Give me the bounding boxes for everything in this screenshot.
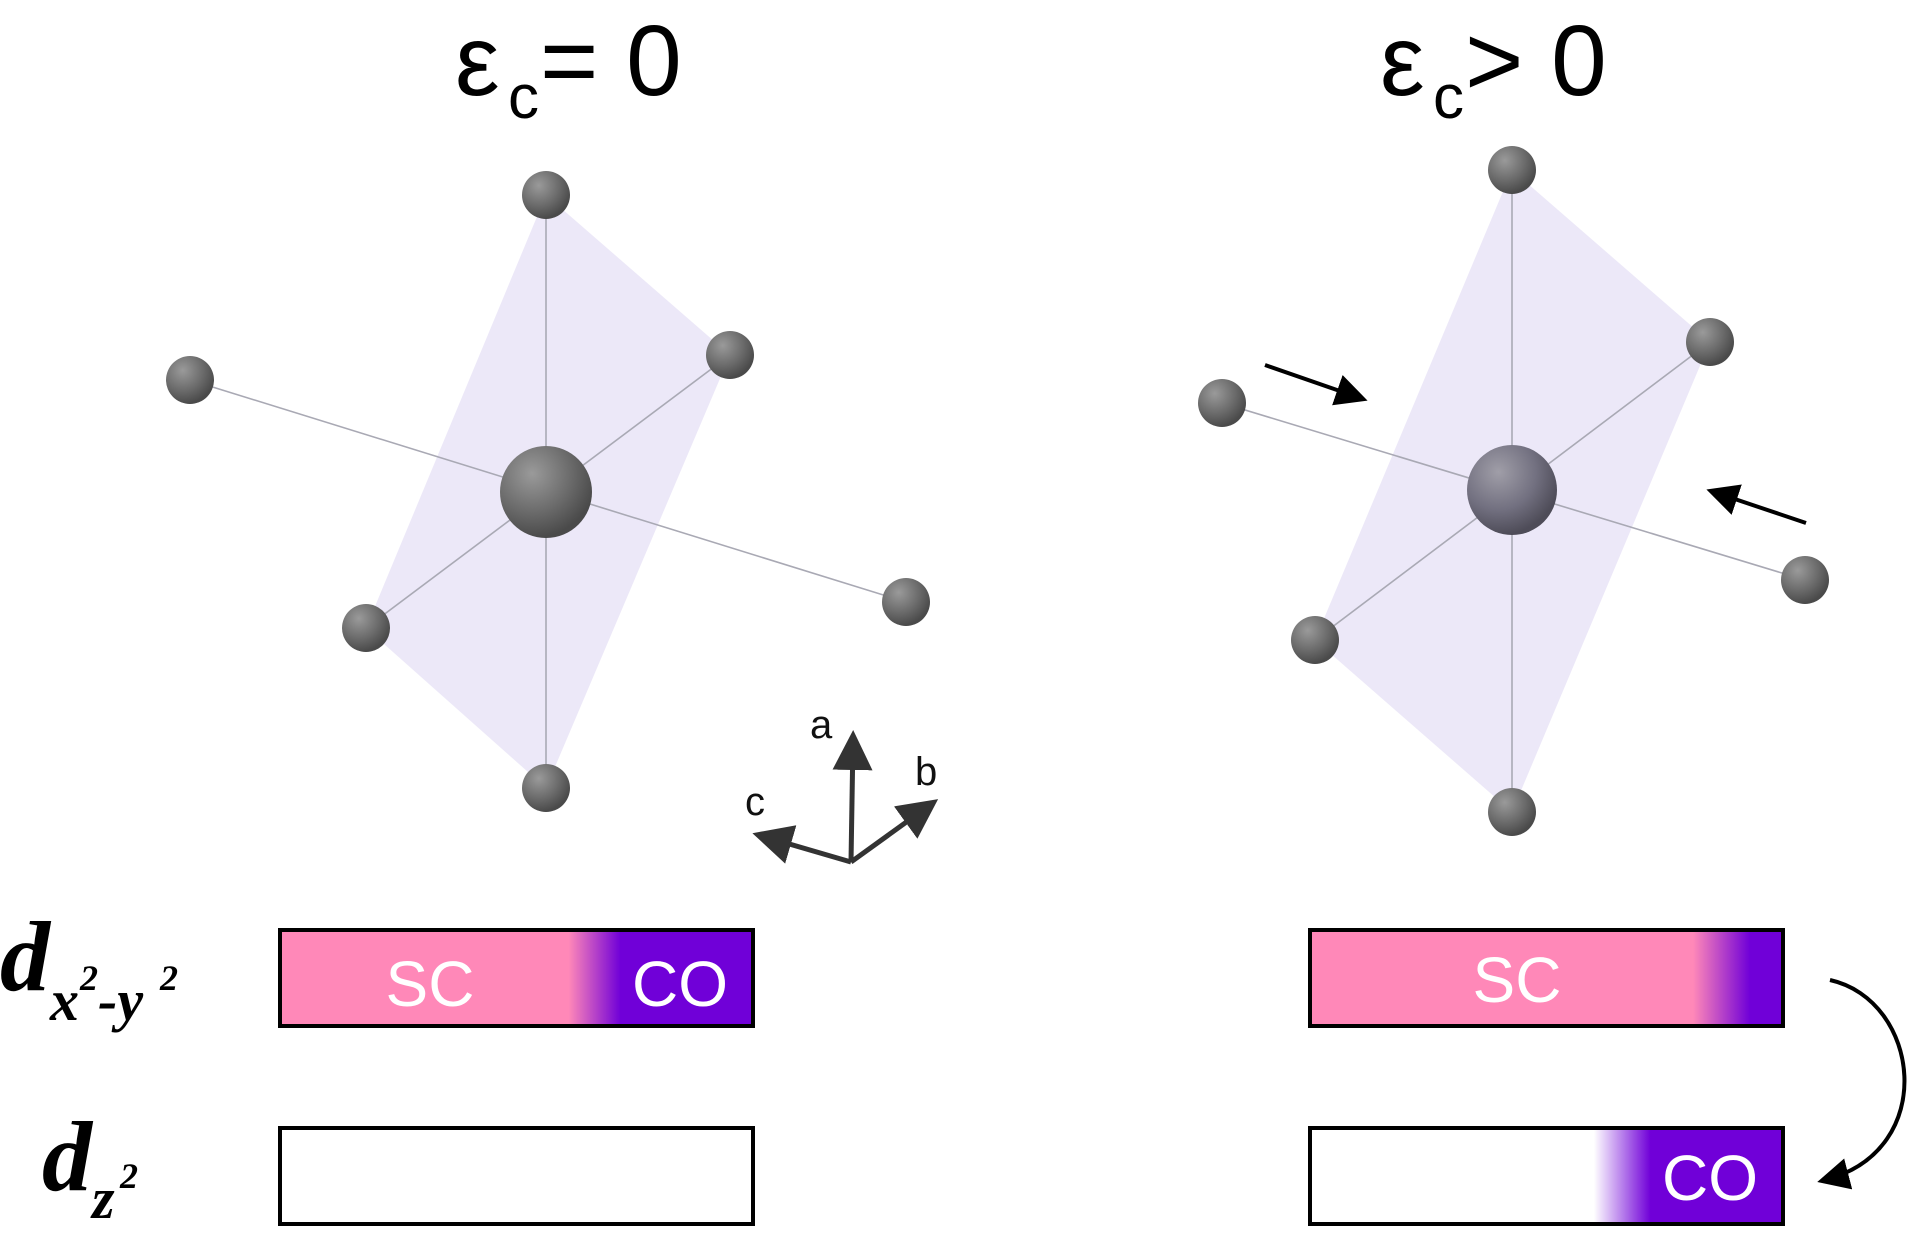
atom-left-upper-right — [706, 331, 754, 379]
bar-left-dz2 — [278, 1126, 755, 1226]
title-right: ε c > 0 — [1380, 5, 1607, 132]
crystal-axes: a b c — [745, 703, 939, 865]
orbital-dx2y2-sup2: 2 — [159, 958, 178, 998]
octahedron-left — [166, 171, 930, 812]
title-right-relation: > 0 — [1465, 5, 1607, 117]
bar-left-dx2y2-co-label: CO — [632, 948, 728, 1020]
atom-left-top — [522, 171, 570, 219]
orbital-dx2y2-sup1: 2 — [79, 958, 98, 998]
bar-left-dx2y2: SC CO — [278, 928, 755, 1028]
atom-left-center — [500, 446, 592, 538]
atom-left-far-right — [882, 578, 930, 626]
axis-c-arrow — [752, 825, 852, 865]
atom-right-top — [1488, 146, 1536, 194]
bar-right-dx2y2-sc-label: SC — [1473, 944, 1562, 1016]
atom-left-far-left — [166, 356, 214, 404]
orbital-dz2-d: d — [42, 1101, 94, 1212]
title-right-subscript: c — [1433, 63, 1464, 132]
axis-a-arrow — [832, 730, 873, 863]
octahedron-right — [1198, 146, 1829, 836]
bar-right-dz2-co-label: CO — [1662, 1142, 1758, 1214]
bar-right-dz2-body — [1308, 1126, 1785, 1226]
axis-b-arrow — [849, 799, 939, 865]
atom-right-upper-right — [1686, 318, 1734, 366]
orbital-dx2y2-y: -y — [98, 968, 143, 1033]
atom-right-far-right — [1781, 556, 1829, 604]
title-left-epsilon: ε — [455, 5, 500, 117]
bar-right-dz2: CO — [1308, 1126, 1785, 1226]
atom-right-lower-left — [1291, 616, 1339, 664]
bar-left-dz2-body — [278, 1126, 755, 1226]
orbital-dx2y2-x: x — [49, 968, 79, 1033]
atom-right-center — [1467, 445, 1557, 535]
bar-left-dx2y2-sc-label: SC — [386, 948, 475, 1020]
atom-right-bottom — [1488, 788, 1536, 836]
title-left-relation: = 0 — [540, 5, 682, 117]
atom-right-far-left — [1198, 379, 1246, 427]
orbital-dz2-sup: 2 — [119, 1156, 138, 1196]
transfer-arrow — [1817, 978, 1907, 1190]
bar-right-dx2y2: SC — [1308, 928, 1785, 1028]
compression-arrow-left — [1264, 363, 1368, 406]
atom-left-bottom — [522, 764, 570, 812]
atom-left-lower-left — [342, 604, 390, 652]
bar-left-dx2y2-body — [278, 928, 755, 1028]
title-right-epsilon: ε — [1380, 5, 1425, 117]
compression-arrow-right — [1706, 484, 1807, 525]
axis-a-label: a — [810, 703, 833, 747]
bar-right-dx2y2-body — [1308, 928, 1785, 1028]
axis-c-label: c — [745, 780, 765, 824]
title-left: ε c = 0 — [455, 5, 682, 132]
orbital-label-dx2y2: d x 2 -y 2 — [0, 901, 178, 1033]
title-left-subscript: c — [508, 63, 539, 132]
axis-b-label: b — [915, 750, 937, 794]
orbital-label-dz2: d z 2 — [42, 1101, 138, 1231]
orbital-dx2y2-d: d — [0, 901, 52, 1012]
orbital-dz2-z: z — [90, 1166, 115, 1231]
